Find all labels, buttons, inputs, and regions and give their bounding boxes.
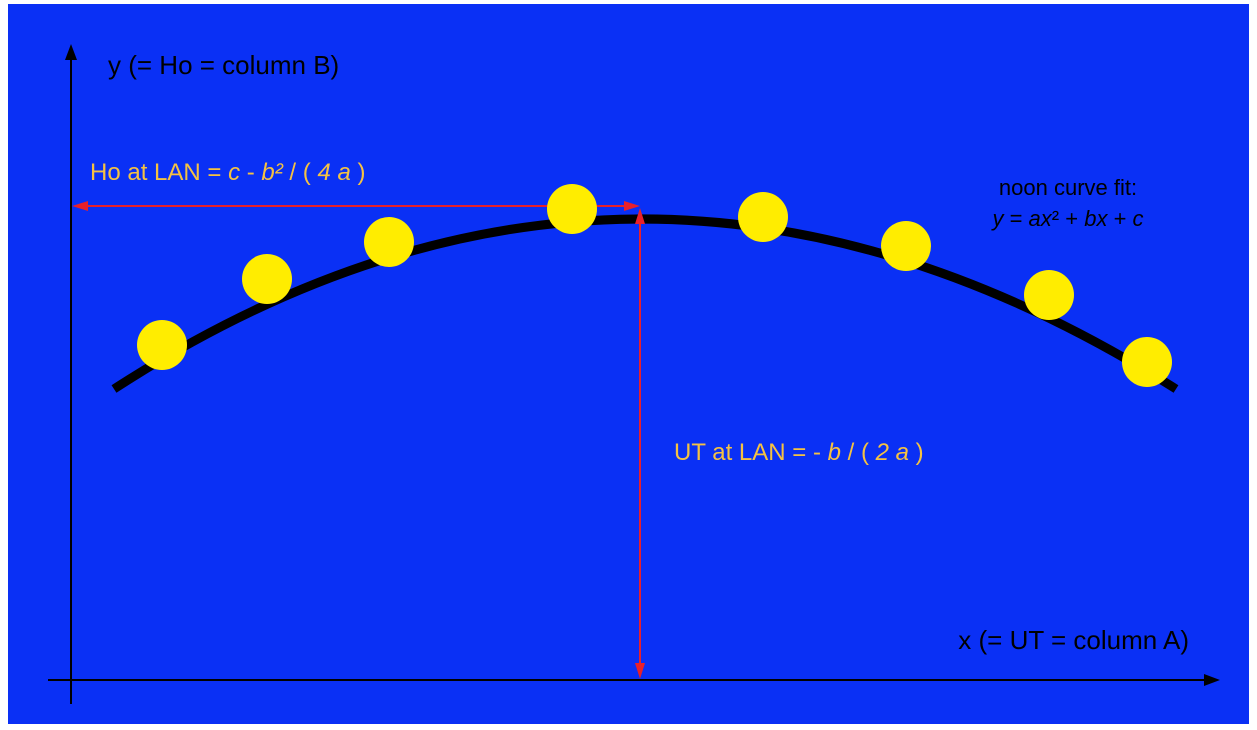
arrow-up-icon — [635, 208, 645, 224]
y-axis-label: y (= Ho = column B) — [108, 50, 339, 80]
data-point — [881, 221, 931, 271]
curve-fit-equation: y = ax² + bx + c — [990, 206, 1143, 231]
arrow-right-icon — [1204, 674, 1220, 686]
data-point — [547, 184, 597, 234]
data-point — [738, 192, 788, 242]
data-point — [1122, 337, 1172, 387]
ut-at-lan-label: UT at LAN = - b / ( 2 a ) — [674, 439, 924, 466]
arrow-left-icon — [72, 201, 88, 211]
data-point — [364, 217, 414, 267]
arrow-right-icon — [624, 201, 640, 211]
curve-fit-title: noon curve fit: — [999, 175, 1137, 200]
ho-at-lan-label: Ho at LAN = c - b² / ( 4 a ) — [90, 159, 365, 186]
noon-curve-diagram: y (= Ho = column B) x (= UT = column A) … — [8, 4, 1249, 724]
arrow-up-icon — [65, 44, 77, 60]
data-point — [137, 320, 187, 370]
arrow-down-icon — [635, 663, 645, 679]
data-point — [242, 254, 292, 304]
x-axis-label: x (= UT = column A) — [958, 625, 1189, 655]
background — [8, 4, 1249, 724]
observation-points — [137, 184, 1172, 387]
data-point — [1024, 270, 1074, 320]
